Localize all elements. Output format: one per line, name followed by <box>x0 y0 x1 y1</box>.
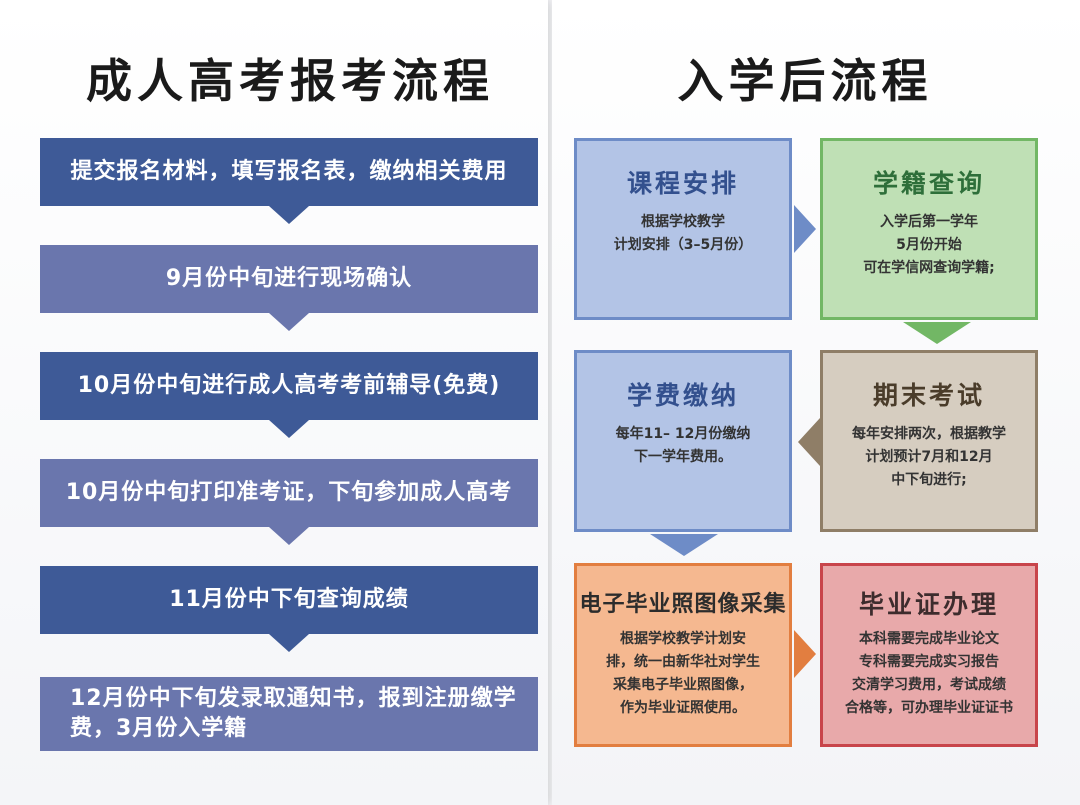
flow-step-3: 10月份中旬进行成人高考考前辅导(免费) <box>40 352 538 438</box>
flow-step-2: 9月份中旬进行现场确认 <box>40 245 538 331</box>
flow-step-text: 9月份中旬进行现场确认 <box>165 266 413 291</box>
box-heading: 电子毕业照图像采集 <box>579 592 787 617</box>
box-heading: 学籍查询 <box>872 169 985 198</box>
box-heading: 学费缴纳 <box>626 381 739 410</box>
flow-step-text: 10月份中旬进行成人高考考前辅导(免费) <box>77 373 501 398</box>
flow-step-text: 提交报名材料，填写报名表，缴纳相关费用 <box>70 159 508 184</box>
arrow-down-icon <box>903 322 971 344</box>
flow-step-5: 11月份中下旬查询成绩 <box>40 566 538 652</box>
flow-step-text: 10月份中旬打印准考证，下旬参加成人高考 <box>65 480 513 505</box>
arrow-down-icon <box>269 420 309 438</box>
flow-box-status: 学籍查询 入学后第一学年 5月份开始 可在学信网查询学籍; <box>820 138 1038 320</box>
box-body: 每年11– 12月份缴纳 下一学年费用。 <box>615 426 751 465</box>
box-body: 每年安排两次，根据教学 计划预计7月和12月 中下旬进行; <box>852 426 1006 488</box>
box-body: 入学后第一学年 5月份开始 可在学信网查询学籍; <box>863 214 995 276</box>
arrow-down-icon <box>650 534 718 556</box>
arrow-right-icon <box>794 205 816 253</box>
arrow-right-icon <box>794 630 816 678</box>
flow-box-exam: 期末考试 每年安排两次，根据教学 计划预计7月和12月 中下旬进行; <box>820 350 1038 532</box>
flow-box-photo: 电子毕业照图像采集 根据学校教学计划安 排，统一由新华社对学生 采集电子毕业照图… <box>574 563 792 747</box>
arrow-down-icon <box>269 527 309 545</box>
box-body: 根据学校教学计划安 排，统一由新华社对学生 采集电子毕业照图像， 作为毕业证照使… <box>606 631 760 716</box>
box-heading: 期末考试 <box>872 381 985 410</box>
flow-step-4: 10月份中旬打印准考证，下旬参加成人高考 <box>40 459 538 545</box>
flow-box-tuition: 学费缴纳 每年11– 12月份缴纳 下一学年费用。 <box>574 350 792 532</box>
right-title: 入学后流程 <box>677 54 933 108</box>
flow-box-course: 课程安排 根据学校教学 计划安排（3–5月份） <box>574 138 792 320</box>
left-title: 成人高考报考流程 <box>86 54 494 108</box>
box-body: 根据学校教学 计划安排（3–5月份） <box>613 214 753 253</box>
box-heading: 课程安排 <box>626 169 739 198</box>
flow-box-diploma: 毕业证办理 本科需要完成毕业论文 专科需要完成实习报告 交清学习费用，考试成绩 … <box>820 563 1038 747</box>
arrow-down-icon <box>269 634 309 652</box>
arrow-down-icon <box>269 313 309 331</box>
flow-step-1: 提交报名材料，填写报名表，缴纳相关费用 <box>40 138 538 224</box>
flow-step-text: 11月份中下旬查询成绩 <box>169 587 409 612</box>
box-heading: 毕业证办理 <box>858 590 999 619</box>
arrow-down-icon <box>269 206 309 224</box>
flow-step-6: 12月份中下旬发录取通知书，报到注册缴学费，3月份入学籍 <box>40 677 538 751</box>
flow-step-text: 12月份中下旬发录取通知书，报到注册缴学费，3月份入学籍 <box>70 686 517 741</box>
arrow-left-icon <box>798 418 820 466</box>
box-body: 本科需要完成毕业论文 专科需要完成实习报告 交清学习费用，考试成绩 合格等，可办… <box>845 631 1013 716</box>
